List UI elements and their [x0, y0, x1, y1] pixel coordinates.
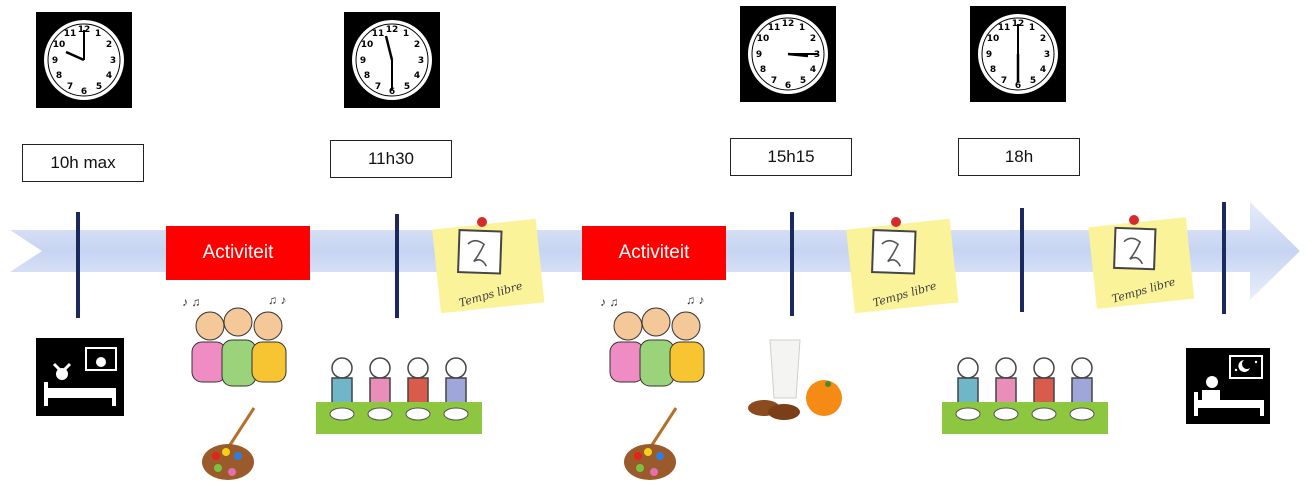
svg-text:11: 11	[998, 23, 1011, 33]
svg-text:11: 11	[768, 23, 781, 33]
time-label: 10h max	[22, 144, 144, 182]
svg-text:8: 8	[990, 65, 996, 75]
svg-text:5: 5	[1030, 76, 1036, 86]
svg-text:2: 2	[414, 40, 420, 50]
svg-text:2: 2	[106, 40, 112, 50]
timeline-tick	[1222, 202, 1226, 314]
svg-text:3: 3	[418, 56, 424, 66]
timeline-tick	[76, 212, 80, 318]
svg-text:1: 1	[403, 29, 409, 39]
snack-icon	[748, 339, 842, 420]
pin-icon	[1129, 215, 1139, 225]
svg-text:4: 4	[1040, 65, 1046, 75]
wake-up-icon	[36, 338, 124, 416]
svg-text:2: 2	[810, 34, 816, 44]
activity-label: Activiteit	[166, 226, 310, 280]
time-label: 15h15	[730, 138, 852, 176]
svg-text:12: 12	[386, 25, 399, 35]
sleep-icon	[1186, 348, 1270, 424]
svg-text:9: 9	[756, 50, 762, 60]
svg-text:5: 5	[404, 82, 410, 92]
svg-text:6: 6	[785, 81, 791, 91]
svg-text:9: 9	[360, 56, 366, 66]
paint-palette-icon	[624, 407, 678, 480]
svg-text:3: 3	[1044, 50, 1050, 60]
svg-text:♪ ♫: ♪ ♫	[182, 295, 200, 309]
sticky-note: Temps libre	[846, 217, 959, 314]
svg-text:7: 7	[771, 76, 777, 86]
svg-text:4: 4	[414, 71, 420, 81]
svg-text:11: 11	[372, 29, 385, 39]
paint-palette-icon	[202, 407, 256, 480]
svg-text:8: 8	[56, 71, 62, 81]
timeline-tick	[790, 212, 794, 316]
time-label: 18h	[958, 138, 1080, 176]
svg-text:9: 9	[986, 50, 992, 60]
svg-text:5: 5	[96, 82, 102, 92]
singing-children-icon: ♪ ♫ ♫ ♪	[600, 293, 705, 387]
svg-text:9: 9	[52, 56, 58, 66]
svg-text:7: 7	[1001, 76, 1007, 86]
svg-text:5: 5	[800, 76, 806, 86]
timeline-tick	[1020, 208, 1024, 312]
svg-text:2: 2	[1040, 34, 1046, 44]
svg-text:11: 11	[64, 29, 77, 39]
svg-text:10: 10	[987, 34, 1000, 44]
pin-icon	[891, 217, 901, 227]
pin-icon	[477, 217, 487, 227]
svg-text:7: 7	[67, 82, 73, 92]
svg-text:♫ ♪: ♫ ♪	[268, 293, 286, 307]
svg-text:7: 7	[375, 82, 381, 92]
svg-text:4: 4	[106, 71, 112, 81]
activity-label: Activiteit	[582, 226, 726, 280]
svg-text:12: 12	[782, 19, 795, 29]
svg-text:3: 3	[110, 56, 116, 66]
svg-text:8: 8	[760, 65, 766, 75]
svg-text:10: 10	[757, 34, 770, 44]
timeline-tick	[395, 214, 399, 318]
svg-text:8: 8	[364, 71, 370, 81]
svg-text:1: 1	[1029, 23, 1035, 33]
svg-text:10: 10	[361, 40, 374, 50]
sticky-note: Temps libre	[1088, 215, 1195, 309]
singing-children-icon: ♪ ♫ ♫ ♪	[182, 293, 287, 387]
svg-text:6: 6	[81, 87, 87, 97]
meal-table-icon	[316, 357, 482, 434]
svg-text:♫ ♪: ♫ ♪	[686, 293, 704, 307]
time-label: 11h30	[330, 140, 452, 178]
svg-text:♪ ♫: ♪ ♫	[600, 295, 618, 309]
meal-table-icon	[942, 357, 1108, 434]
svg-text:10: 10	[53, 40, 66, 50]
svg-text:1: 1	[95, 29, 101, 39]
svg-text:6: 6	[1015, 81, 1021, 91]
svg-text:6: 6	[389, 87, 395, 97]
svg-text:1: 1	[799, 23, 805, 33]
sticky-note: Temps libre	[432, 217, 545, 314]
svg-text:4: 4	[810, 65, 816, 75]
